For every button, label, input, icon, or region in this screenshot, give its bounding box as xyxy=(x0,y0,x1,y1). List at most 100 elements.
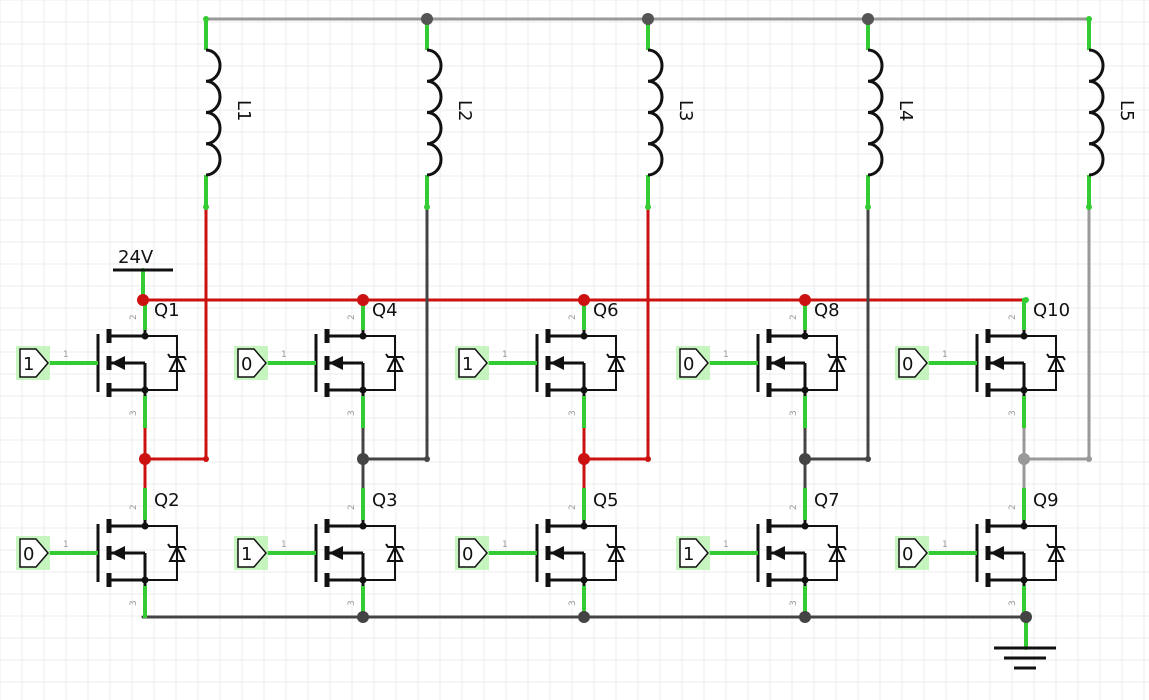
transistor-label: Q1 xyxy=(154,300,180,321)
inductor-l4[interactable]: L4 xyxy=(866,19,916,207)
transistor-label: Q10 xyxy=(1033,300,1070,321)
wire-corner xyxy=(424,456,430,462)
pin-number: 1 xyxy=(281,540,287,550)
inductor-l2[interactable]: L2 xyxy=(425,19,475,207)
inductor-l1[interactable]: L1 xyxy=(204,19,254,207)
pin-number: 2 xyxy=(1008,314,1018,320)
transistor-label: Q8 xyxy=(814,300,840,321)
pin-number: 3 xyxy=(568,410,578,416)
pin-end xyxy=(203,16,209,22)
pin-end xyxy=(424,204,430,210)
transistor-q2[interactable]: 0 1 2 3 Q2 xyxy=(16,488,187,618)
ground-node xyxy=(357,611,369,623)
transistor-label: Q6 xyxy=(593,300,619,321)
pin-number: 1 xyxy=(63,540,69,550)
pin-number: 3 xyxy=(347,410,357,416)
pin-number: 2 xyxy=(347,504,357,510)
bus-end xyxy=(1023,297,1029,303)
ground-node xyxy=(799,611,811,623)
pin-number: 2 xyxy=(789,504,799,510)
transistor-label: Q9 xyxy=(1033,490,1059,511)
transistor-q6[interactable]: 1 1 2 3 Q6 xyxy=(455,298,626,428)
pin-number: 1 xyxy=(502,540,508,550)
input-value[interactable]: 0 xyxy=(23,544,34,565)
supply-24v[interactable]: 24V xyxy=(113,247,173,272)
wire-corner xyxy=(865,456,871,462)
pin-number: 1 xyxy=(723,350,729,360)
input-value[interactable]: 1 xyxy=(683,544,694,565)
rail-node xyxy=(862,13,874,25)
ground-symbol[interactable] xyxy=(994,646,1056,670)
pin-number: 3 xyxy=(347,600,357,606)
pin-end xyxy=(1086,16,1092,22)
pin-number: 2 xyxy=(1008,504,1018,510)
pin-end xyxy=(1086,204,1092,210)
pin-number: 3 xyxy=(568,600,578,606)
input-value[interactable]: 0 xyxy=(683,354,694,375)
inductor-l5[interactable]: L5 xyxy=(1087,19,1137,207)
transistor-label: Q7 xyxy=(814,490,840,511)
pin-number: 3 xyxy=(789,410,799,416)
pin-number: 1 xyxy=(63,350,69,360)
pin-number: 1 xyxy=(723,540,729,550)
pin-number: 1 xyxy=(942,350,948,360)
input-value[interactable]: 0 xyxy=(902,354,913,375)
ground-node xyxy=(578,611,590,623)
bus-start xyxy=(137,294,149,306)
pin-number: 3 xyxy=(1008,600,1018,606)
pin-number: 2 xyxy=(789,314,799,320)
ground-node xyxy=(1020,611,1032,623)
transistor-q5[interactable]: 0 1 2 3 Q5 xyxy=(455,488,626,618)
pin-number: 2 xyxy=(347,314,357,320)
transistor-q3[interactable]: 1 1 2 3 Q3 xyxy=(234,488,405,618)
bus-node xyxy=(357,294,369,306)
pin-number: 1 xyxy=(502,350,508,360)
transistor-label: Q5 xyxy=(593,490,619,511)
transistor-label: Q2 xyxy=(154,490,180,511)
supply-label: 24V xyxy=(118,247,154,268)
input-value[interactable]: 0 xyxy=(462,544,473,565)
pin-number: 1 xyxy=(942,540,948,550)
input-value[interactable]: 0 xyxy=(241,354,252,375)
wire-corner xyxy=(645,456,651,462)
input-value[interactable]: 1 xyxy=(462,354,473,375)
input-value[interactable]: 1 xyxy=(23,354,34,375)
pin-end xyxy=(645,204,651,210)
inductor-label: L2 xyxy=(454,100,475,121)
input-value[interactable]: 0 xyxy=(902,544,913,565)
pin-number: 2 xyxy=(568,314,578,320)
transistor-q8[interactable]: 0 1 2 3 Q8 xyxy=(676,298,847,428)
inductor-l3[interactable]: L3 xyxy=(646,19,696,207)
pin-end xyxy=(865,204,871,210)
input-value[interactable]: 1 xyxy=(241,544,252,565)
inductor-label: L4 xyxy=(895,100,916,121)
phase-node xyxy=(578,453,590,465)
rail-node xyxy=(642,13,654,25)
pin-number: 1 xyxy=(281,350,287,360)
pin-number: 2 xyxy=(568,504,578,510)
pin-number: 2 xyxy=(129,504,139,510)
phase-node xyxy=(139,453,151,465)
transistor-label: Q3 xyxy=(372,490,398,511)
wire-corner xyxy=(1086,456,1092,462)
inductor-return[interactable] xyxy=(361,205,429,461)
phase-node xyxy=(799,453,811,465)
transistor-q9[interactable]: 0 1 2 3 Q9 xyxy=(895,488,1066,618)
pin-end xyxy=(203,204,209,210)
phase-node xyxy=(1018,453,1030,465)
inductor-label: L3 xyxy=(675,100,696,121)
pin-number: 3 xyxy=(129,600,139,606)
inductor-label: L1 xyxy=(233,100,254,121)
pin-number: 2 xyxy=(129,314,139,320)
phase-node xyxy=(357,453,369,465)
rail-node xyxy=(421,13,433,25)
bus-node xyxy=(578,294,590,306)
inductor-label: L5 xyxy=(1116,100,1137,121)
